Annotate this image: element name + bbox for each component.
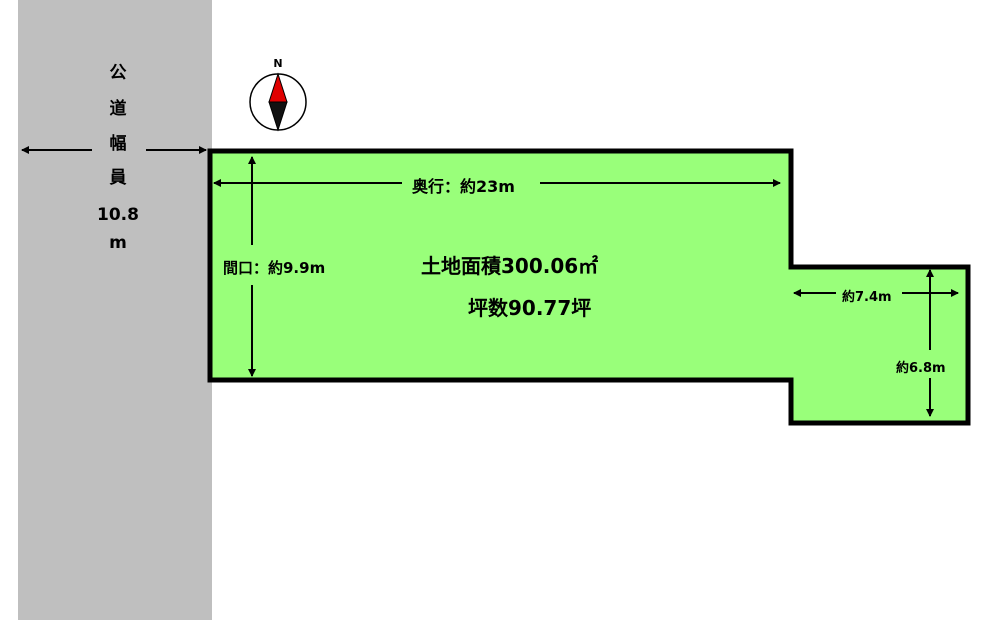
compass-north-icon (249, 72, 307, 132)
notch-height-label: 約6.8m (896, 361, 946, 376)
tsubo-label: 坪数90.77坪 (468, 296, 592, 320)
road-label-char-3: 幅 (109, 134, 127, 154)
frontage-label: 間口：約9.9m (223, 259, 326, 277)
road-label-char-1: 公 (109, 63, 127, 83)
land-area-label: 土地面積300.06㎡ (421, 254, 599, 278)
lot-boundary (207, 148, 971, 426)
public-road (18, 0, 212, 620)
notch-width-label: 約7.4m (842, 290, 892, 305)
road-label-char-2: 道 (109, 99, 127, 119)
depth-label: 奥行：約23m (412, 177, 515, 196)
road-width-value: 10.8 (97, 205, 139, 225)
road-width-unit: m (109, 233, 127, 253)
compass-north-label: N (273, 57, 283, 70)
road-label-char-4: 員 (109, 168, 127, 188)
